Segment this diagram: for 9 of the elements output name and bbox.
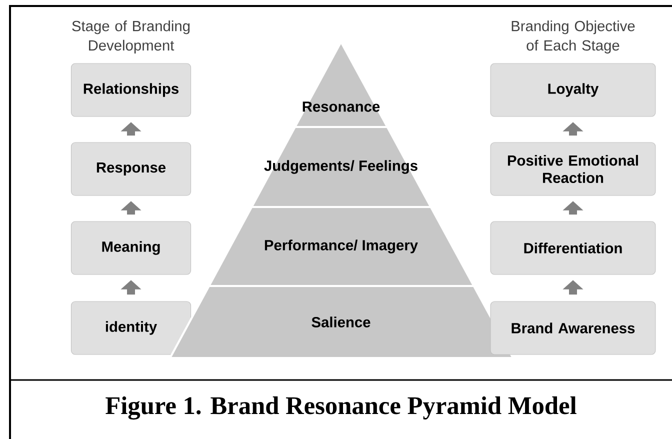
stage-box: Differentiation: [490, 221, 656, 275]
stage-box: Meaning: [70, 221, 192, 275]
stage-box: Positive Emotional Reaction: [490, 142, 656, 196]
stage-box: Loyalty: [490, 63, 656, 117]
stage-box: Relationships: [70, 63, 192, 117]
stage-box: Response: [70, 142, 192, 196]
stage-box: identity: [70, 301, 192, 355]
figure-caption: Figure 1. Brand Resonance Pyramid Model: [106, 396, 576, 420]
stage-box: Brand Awareness: [490, 301, 656, 355]
